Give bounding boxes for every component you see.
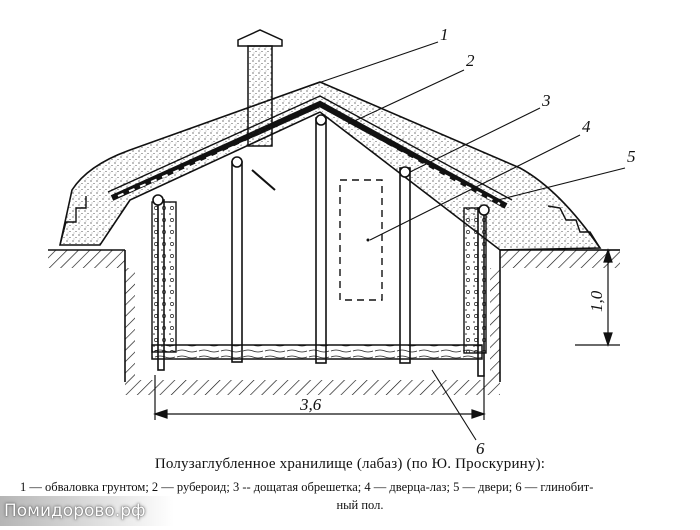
legend-line-2: ный пол.: [336, 498, 384, 512]
ventilation-chimney: [237, 29, 283, 191]
label-5: 5: [627, 147, 636, 166]
width-dimension: [153, 375, 486, 420]
roof-structure: [107, 95, 513, 216]
small-door-hatch: [339, 179, 383, 301]
right-wall: [463, 207, 487, 354]
leader-lines: [291, 41, 626, 441]
label-1: 1: [440, 25, 449, 44]
clay-floor: [151, 344, 483, 360]
depth-dimension: [575, 248, 620, 347]
label-6: 6: [476, 439, 485, 458]
label-3: 3: [541, 91, 551, 110]
figure-legend: 1 — обваловка грунтом; 2 — рубероид; 3 -…: [20, 478, 700, 514]
width-dimension-label: 3,6: [299, 395, 322, 414]
ground-surface: [48, 249, 620, 395]
depth-dimension-label: 1,0: [587, 290, 606, 312]
site-watermark: Помидорово.рф: [0, 496, 174, 526]
legend-line-1: 1 — обваловка грунтом; 2 — рубероид; 3 -…: [20, 480, 594, 494]
label-2: 2: [466, 51, 475, 70]
figure-caption-title: Полузаглубленное хранилище (лабаз) (по Ю…: [154, 456, 546, 472]
label-4: 4: [582, 117, 591, 136]
